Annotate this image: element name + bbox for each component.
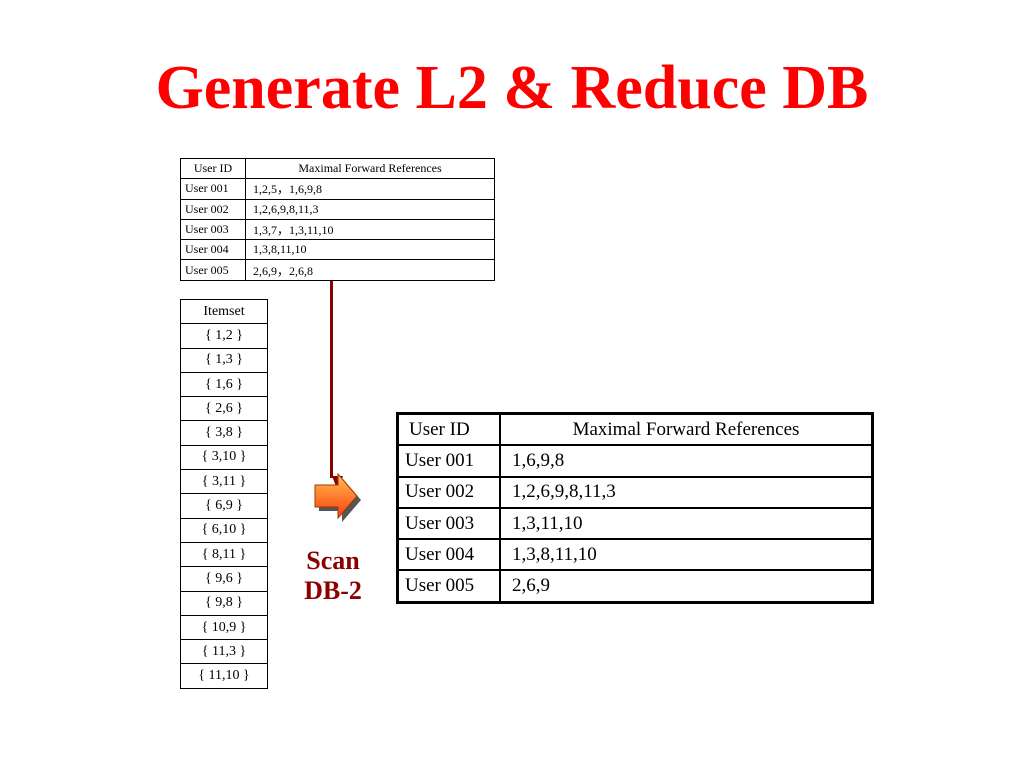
- references-cell: 1,2,5，1,6,9,8: [245, 178, 495, 200]
- table-row: { 3,11 }: [180, 469, 268, 495]
- column-header-references: Maximal Forward References: [245, 157, 495, 180]
- scan-db-label: Scan DB-2: [290, 546, 376, 606]
- user-id-cell: User 005: [180, 259, 246, 281]
- itemset-cell: { 3,8 }: [180, 420, 268, 446]
- table-row: { 10,9 }: [180, 614, 268, 641]
- table-row: { 11,10 }: [180, 663, 268, 689]
- original-db-table: User ID Maximal Forward References User …: [180, 157, 495, 281]
- user-id-cell: User 005: [396, 569, 501, 604]
- table-row: User 001 1,2,5，1,6,9,8: [180, 178, 495, 200]
- table-row: { 6,10 }: [180, 517, 268, 543]
- table-row: User 004 1,3,8,11,10: [180, 239, 495, 261]
- table-row: { 11,3 }: [180, 639, 268, 665]
- table-row: { 9,6 }: [180, 566, 268, 592]
- references-cell: 1,3,7，1,3,11,10: [245, 218, 495, 241]
- table-row: User 003 1,3,7，1,3,11,10: [180, 218, 495, 241]
- itemset-cell: { 9,8 }: [180, 590, 268, 616]
- references-cell: 1,3,8,11,10: [245, 239, 495, 261]
- user-id-cell: User 002: [180, 198, 246, 220]
- table-row: { 2,6 }: [180, 396, 268, 422]
- user-id-cell: User 002: [396, 475, 501, 509]
- table-row: { 3,8 }: [180, 420, 268, 446]
- itemset-cell: { 1,6 }: [180, 371, 268, 398]
- table-row: { 3,10 }: [180, 444, 268, 471]
- references-cell: 1,2,6,9,8,11,3: [245, 198, 495, 220]
- references-cell: 2,6,9，2,6,8: [245, 259, 495, 281]
- column-header-user-id: User ID: [396, 412, 501, 447]
- references-cell: 1,2,6,9,8,11,3: [499, 475, 874, 509]
- table-row: { 1,3 }: [180, 347, 268, 373]
- itemset-cell: { 1,3 }: [180, 347, 268, 373]
- references-cell: 1,3,8,11,10: [499, 538, 874, 572]
- column-header-references: Maximal Forward References: [499, 412, 874, 447]
- user-id-cell: User 003: [396, 506, 501, 541]
- table-row: User 002 1,2,6,9,8,11,3: [396, 475, 874, 509]
- itemset-cell: { 2,6 }: [180, 396, 268, 422]
- table-header-row: User ID Maximal Forward References: [180, 157, 495, 180]
- table-row: User 004 1,3,8,11,10: [396, 538, 874, 572]
- user-id-cell: User 004: [396, 538, 501, 572]
- right-block-arrow-icon: [314, 472, 361, 522]
- itemset-cell: { 1,2 }: [180, 323, 268, 349]
- references-cell: 2,6,9: [499, 569, 874, 604]
- itemset-cell: { 6,10 }: [180, 517, 268, 543]
- table-row: { 1,2 }: [180, 323, 268, 349]
- itemset-cell: { 11,10 }: [180, 663, 268, 689]
- itemset-cell: { 6,9 }: [180, 493, 268, 519]
- references-cell: 1,6,9,8: [499, 444, 874, 478]
- user-id-cell: User 003: [180, 218, 246, 241]
- table-row: User 005 2,6,9，2,6,8: [180, 259, 495, 281]
- table-row: User 003 1,3,11,10: [396, 506, 874, 541]
- table-row: { 8,11 }: [180, 541, 268, 568]
- column-header-itemset: Itemset: [180, 298, 268, 325]
- itemset-cell: { 3,10 }: [180, 444, 268, 471]
- slide-title: Generate L2 & Reduce DB: [155, 54, 869, 122]
- itemset-cell: { 9,6 }: [180, 566, 268, 592]
- table-row: { 1,6 }: [180, 371, 268, 398]
- user-id-cell: User 001: [396, 444, 501, 478]
- table-row: User 005 2,6,9: [396, 569, 874, 604]
- table-header-row: User ID Maximal Forward References: [396, 412, 874, 447]
- table-header-row: Itemset: [180, 298, 268, 325]
- user-id-cell: User 001: [180, 178, 246, 200]
- itemset-table: Itemset { 1,2 } { 1,3 } { 1,6 } { 2,6 } …: [180, 298, 268, 689]
- itemset-cell: { 11,3 }: [180, 639, 268, 665]
- scan-label-line1: Scan: [306, 546, 360, 575]
- column-header-user-id: User ID: [180, 157, 246, 180]
- user-id-cell: User 004: [180, 239, 246, 261]
- table-row: { 6,9 }: [180, 493, 268, 519]
- connector-line: [330, 281, 333, 478]
- itemset-cell: { 3,11 }: [180, 469, 268, 495]
- reduced-db-table: User ID Maximal Forward References User …: [396, 412, 874, 604]
- table-row: User 001 1,6,9,8: [396, 444, 874, 478]
- references-cell: 1,3,11,10: [499, 506, 874, 541]
- itemset-cell: { 8,11 }: [180, 541, 268, 568]
- table-row: { 9,8 }: [180, 590, 268, 616]
- scan-label-line2: DB-2: [304, 576, 362, 605]
- table-row: User 002 1,2,6,9,8,11,3: [180, 198, 495, 220]
- itemset-cell: { 10,9 }: [180, 614, 268, 641]
